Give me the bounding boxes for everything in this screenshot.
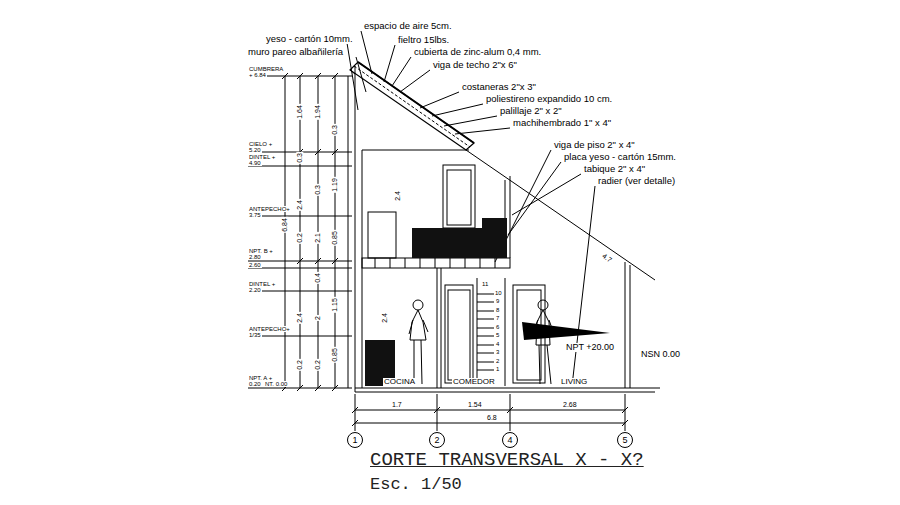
- callout-text: cubierta de zinc-alum 0,4 mm.: [413, 47, 542, 57]
- grid-bubble: 2: [429, 432, 445, 448]
- callout-text: palillaje 2" x 2": [499, 106, 563, 116]
- grid-bubble: 4: [502, 432, 518, 448]
- dimension-text: 1.54: [467, 401, 483, 408]
- step-number: 11: [481, 281, 489, 287]
- level-text: 4.90: [248, 160, 262, 166]
- level-text: 0.20: [248, 381, 262, 387]
- axis-number: 2: [434, 436, 439, 445]
- dimension-text: 2.4: [296, 312, 303, 324]
- step-number: 7: [495, 315, 500, 321]
- callout-text: fieltro 15lbs.: [397, 35, 450, 45]
- dimension-text: 0.85: [331, 230, 338, 246]
- dimension-text: 1.19: [331, 177, 338, 193]
- callout-text: tabique 2" x 4": [583, 164, 646, 174]
- dimension-text: 1.15: [331, 297, 338, 313]
- step-number: 1: [495, 366, 500, 372]
- dimension-text: 1.94: [314, 104, 321, 120]
- dimension-text: 2: [314, 315, 321, 321]
- room-name: COCINA: [383, 378, 416, 386]
- dimension-text: 2.68: [562, 401, 578, 408]
- step-number: 3: [495, 349, 500, 355]
- dimension-text: 2.4: [394, 190, 401, 202]
- level-text: 2.20: [248, 287, 262, 293]
- level-text: 1/35: [248, 332, 262, 338]
- level-text: 2.60: [248, 262, 262, 268]
- callout-text: poliestireno expandido 10 cm.: [485, 94, 613, 104]
- axis-number: 5: [622, 436, 627, 445]
- level-text: NPT +20.00: [565, 343, 615, 352]
- callout-text: placa yeso - cartón 15mm.: [563, 152, 677, 162]
- dimension-text: 0.85: [331, 347, 338, 363]
- step-number: 6: [495, 324, 500, 330]
- dimension-text: 1.64: [296, 104, 303, 120]
- axis-number: 1: [352, 436, 357, 445]
- level-text: 2.80: [248, 254, 262, 260]
- room-name: LIVING: [560, 378, 588, 386]
- dimension-text: 4.7: [600, 252, 614, 265]
- level-text: + 6.84: [248, 72, 267, 78]
- scale-caption: Esc. 1/50: [370, 475, 462, 494]
- dimension-text: 0.2: [296, 359, 303, 371]
- step-number: 8: [495, 307, 500, 313]
- dimension-text: 0.3: [314, 184, 321, 196]
- level-text: 5.20: [248, 147, 262, 153]
- step-number: 5: [495, 332, 500, 338]
- callout-text: yeso - cartón 10mm.: [265, 34, 354, 44]
- dimension-text: 0.3: [296, 152, 303, 164]
- drawing-title: CORTE TRANSVERSAL X - X?: [370, 449, 644, 471]
- axis-number: 4: [507, 436, 512, 445]
- dimension-text: 0.2: [296, 232, 303, 244]
- level-text: NT. 0.00: [264, 381, 288, 387]
- dimension-text: 0.4: [314, 272, 321, 284]
- dimension-text: 2.4: [381, 312, 388, 324]
- dimension-text: 6.84: [281, 217, 288, 233]
- grid-bubble: 1: [347, 432, 363, 448]
- dimension-text: 6.8: [486, 414, 498, 421]
- step-number: 2: [495, 358, 500, 364]
- step-number: 9: [495, 298, 500, 304]
- callout-text: machihembrado 1" x 4": [512, 118, 612, 128]
- dimension-text: 0.3: [331, 124, 338, 136]
- dimension-text: 1.7: [391, 401, 403, 408]
- callout-text: viga de techo 2"x 6": [432, 60, 518, 70]
- level-text: 3.75: [248, 212, 262, 218]
- dimension-text: 0.2: [314, 359, 321, 371]
- callout-text: viga de piso 2" x 4": [553, 140, 636, 150]
- step-number: 10: [494, 290, 503, 296]
- callout-text: espacio de aire 5cm.: [363, 21, 453, 31]
- dimension-text: 2.4: [296, 199, 303, 211]
- level-text: NSN 0.00: [640, 350, 681, 359]
- callout-text: costaneras 2"x 3": [461, 82, 537, 92]
- dimension-text: 2.1: [314, 232, 321, 244]
- room-name: COMEDOR: [452, 378, 496, 386]
- callout-text: radier (ver detalle): [597, 176, 676, 186]
- callout-text: muro pareo albañilería: [247, 47, 344, 57]
- grid-bubble: 5: [617, 432, 633, 448]
- step-number: 4: [495, 341, 500, 347]
